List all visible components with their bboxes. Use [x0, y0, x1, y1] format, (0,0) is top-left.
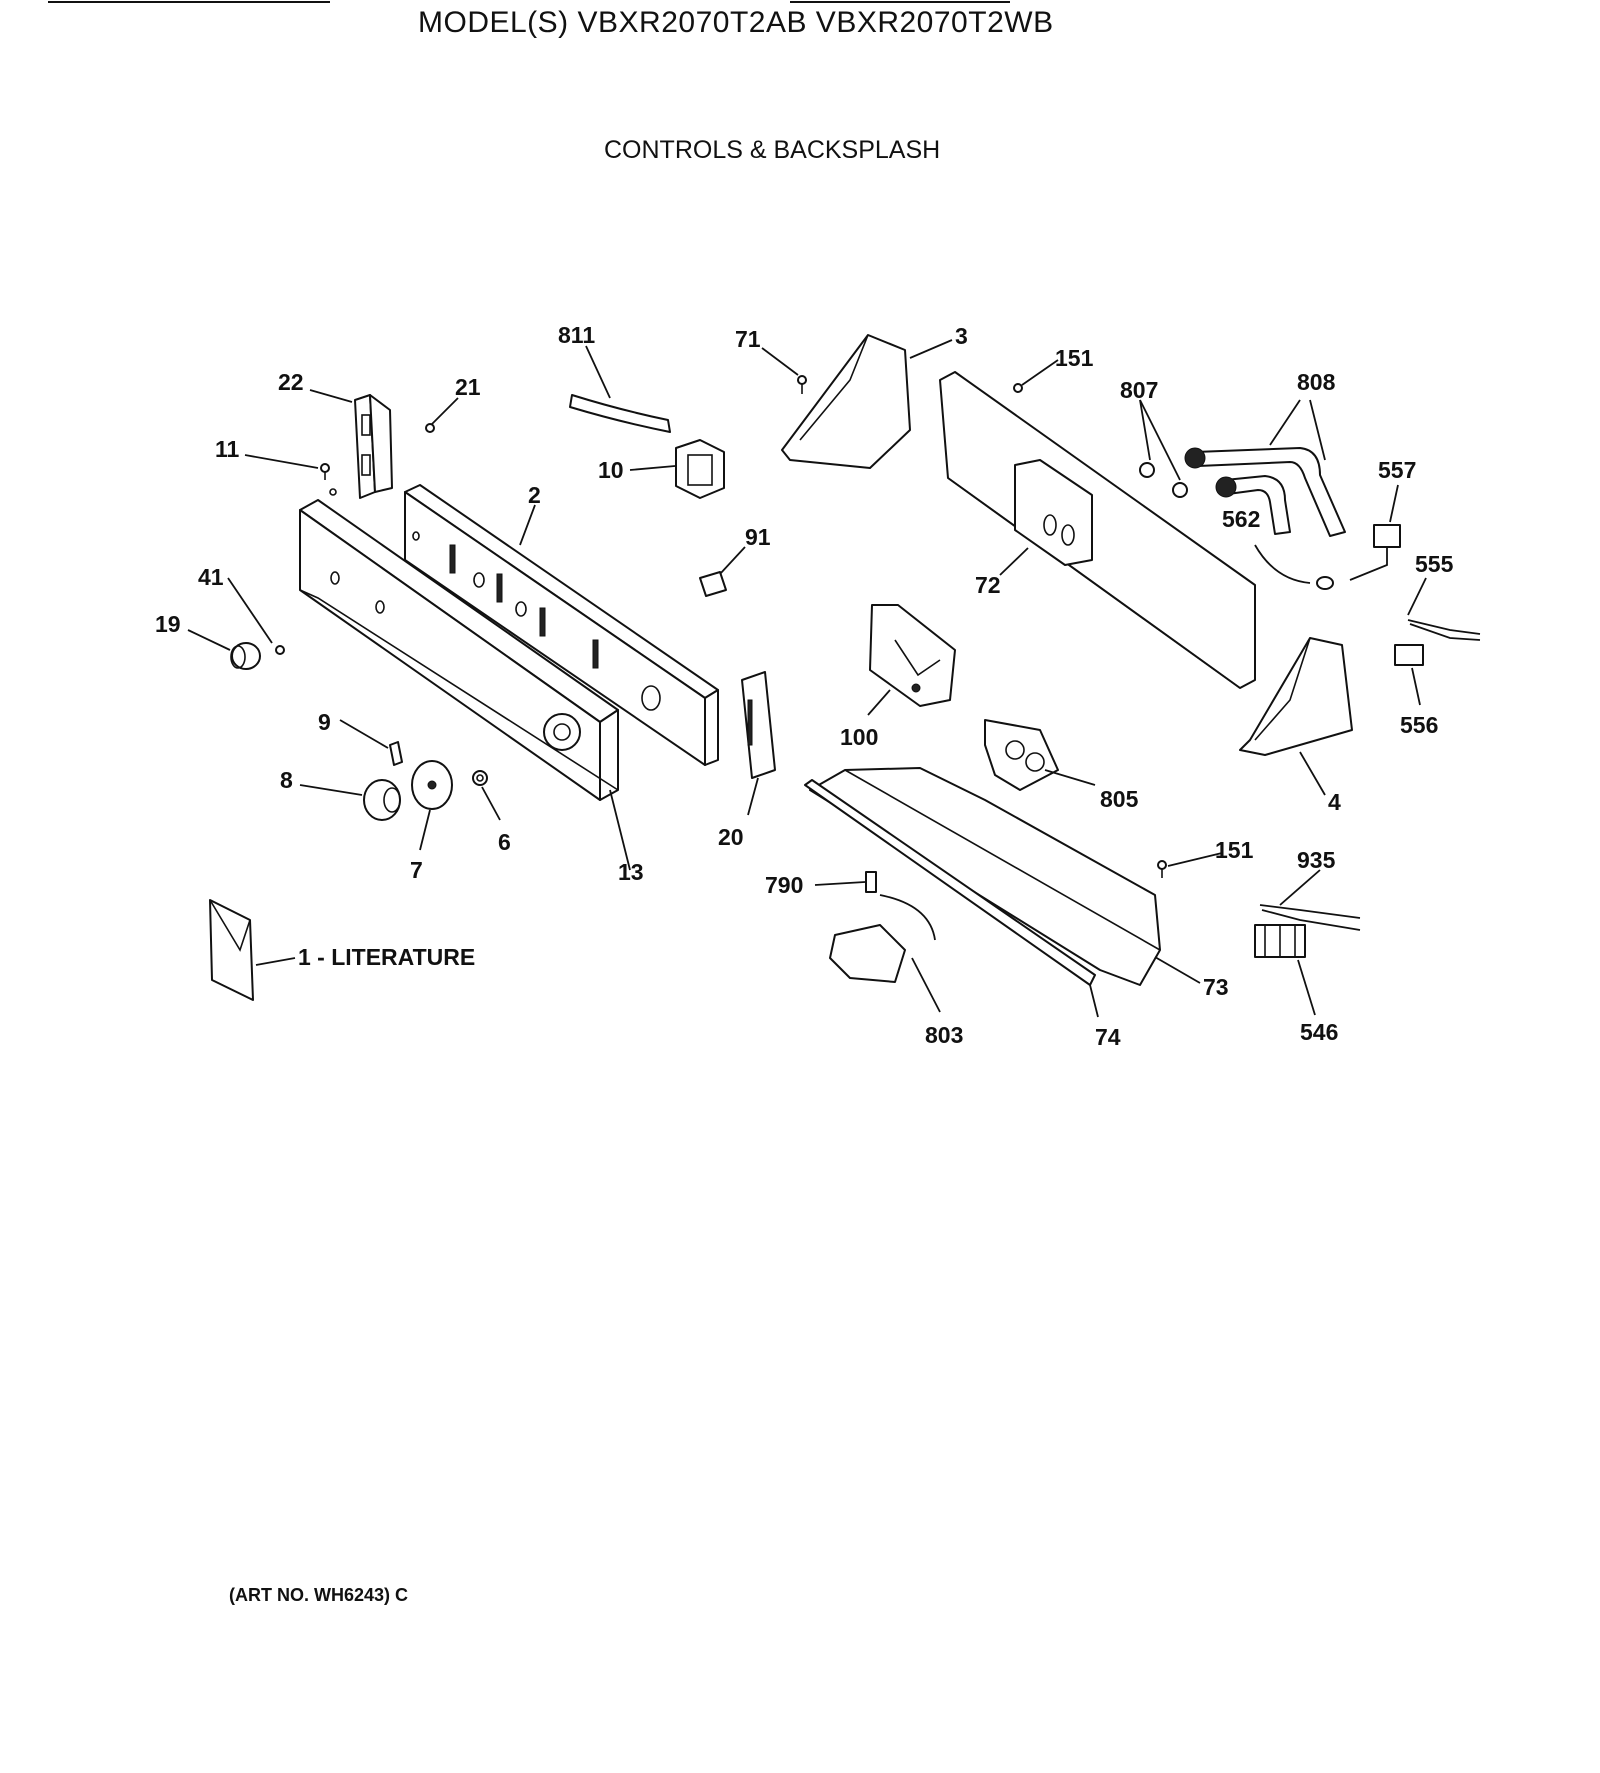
clip-9: [389, 741, 403, 766]
callout-808: 808: [1297, 369, 1336, 395]
water-valve-805: [984, 719, 1059, 791]
callout-91: 91: [745, 524, 771, 550]
callout-555: 555: [1415, 551, 1454, 577]
callout-100: 100: [840, 724, 878, 750]
screw-151a: [1013, 383, 1023, 393]
cover-20: [741, 671, 776, 779]
callout-2: 2: [528, 482, 541, 508]
washer-807a: [1139, 462, 1155, 478]
washer-807b: [1172, 482, 1188, 498]
callout-19: 19: [155, 611, 181, 637]
callout-4: 4: [1328, 789, 1341, 815]
harness-555: [1407, 619, 1481, 641]
connector-556: [1394, 644, 1424, 666]
screw-151b: [1157, 860, 1167, 878]
connector-546: [1254, 924, 1306, 958]
left-bracket: [354, 394, 393, 499]
clip-790: [865, 871, 877, 893]
art-number: (ART NO. WH6243) C: [229, 1585, 409, 1605]
callout-22: 22: [278, 369, 304, 395]
callout-11: 11: [215, 436, 240, 462]
callout-935: 935: [1297, 847, 1336, 873]
callout-6: 6: [498, 829, 511, 855]
callout-7: 7: [410, 857, 423, 883]
harness-935: [1259, 904, 1361, 931]
callout-10: 10: [598, 457, 624, 483]
knob-8: [363, 779, 401, 821]
control-panel-rear: [404, 484, 719, 766]
callout-21: 21: [455, 374, 481, 400]
callout-811: 811: [558, 322, 595, 348]
motor-cover-803: [829, 894, 936, 983]
hose-811: [569, 394, 671, 433]
callout-803: 803: [925, 1022, 963, 1048]
model-title: MODEL(S) VBXR2070T2AB VBXR2070T2WB: [418, 6, 1054, 39]
literature-envelope: [209, 899, 254, 1001]
callout-790: 790: [765, 872, 803, 898]
leader-lines: [187, 339, 1427, 1018]
callout-8: 8: [280, 767, 293, 793]
callout-20: 20: [718, 824, 744, 850]
clip-41: [275, 645, 285, 655]
dial-7: [411, 760, 453, 810]
wire-562: [1254, 544, 1334, 590]
callout-805: 805: [1100, 786, 1139, 812]
control-panel-front: [299, 488, 619, 801]
callout-556: 556: [1400, 712, 1438, 738]
callout-71: 71: [735, 326, 761, 352]
trim-strip-74: [804, 779, 1096, 986]
callout-557: 557: [1378, 457, 1416, 483]
end-cap-right: [1239, 637, 1353, 756]
callout-807: 807: [1120, 377, 1158, 403]
screw-71: [797, 375, 807, 394]
callout-546: 546: [1300, 1019, 1338, 1045]
nut-6: [472, 770, 488, 786]
knob-19: [230, 642, 261, 670]
section-title: CONTROLS & BACKSPLASH: [604, 136, 941, 164]
backsplash: [939, 371, 1256, 689]
end-cap-left: [781, 334, 911, 469]
callout-3: 3: [955, 323, 968, 349]
callout-73: 73: [1203, 974, 1229, 1000]
callout-562: 562: [1222, 506, 1260, 532]
callout-72: 72: [975, 572, 1001, 598]
literature-label: 1 - LITERATURE: [298, 944, 475, 970]
timer-100: [869, 604, 956, 707]
callout-74: 74: [1095, 1024, 1121, 1050]
power-cord-557: [1349, 524, 1401, 581]
callout-13: 13: [618, 859, 644, 885]
switch-91: [699, 571, 727, 597]
pressure-switch-10: [675, 439, 725, 499]
inlet-hoses-808: [1184, 447, 1346, 537]
screw-11: [320, 463, 330, 480]
callout-151-bottom: 151: [1215, 837, 1254, 863]
callout-41: 41: [198, 564, 224, 590]
callout-9: 9: [318, 709, 331, 735]
callout-151-top: 151: [1055, 345, 1094, 371]
screw-21: [425, 423, 435, 433]
